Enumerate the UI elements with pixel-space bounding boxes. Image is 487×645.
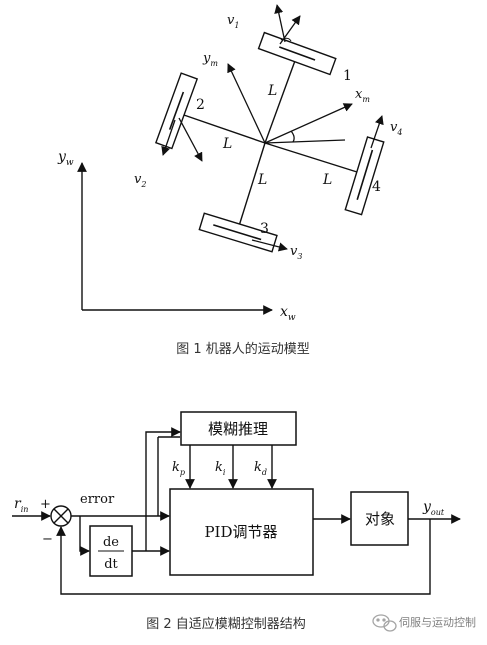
signal-lines <box>12 427 461 595</box>
wheel-2-number: 2 <box>196 97 205 113</box>
world-axes <box>77 162 273 315</box>
arm-label-1: L <box>267 83 277 99</box>
pid-block <box>169 488 314 576</box>
derivative-denominator: dt <box>104 557 118 572</box>
arm-label-4: L <box>322 172 332 188</box>
v1-arrow <box>274 4 286 43</box>
watermark-text: 伺服与运动控制 <box>399 615 476 629</box>
v2-arrow <box>161 119 176 156</box>
ki-label: ki <box>215 460 226 477</box>
wheel-2-roller-arrow <box>178 117 203 162</box>
arm-label-2: L <box>222 136 232 152</box>
figure1-caption: 图 1 机器人的运动模型 <box>176 341 310 357</box>
v1-label: v1 <box>227 13 239 30</box>
robot-arms <box>180 57 358 227</box>
error-label: error <box>80 492 115 507</box>
wheel-1-number: 1 <box>343 68 352 84</box>
v2-label: v2 <box>134 172 146 189</box>
yw-label: yw <box>57 149 74 168</box>
v3-label: v3 <box>290 244 302 261</box>
summing-junction <box>50 505 72 527</box>
fuzzy-inference-block <box>180 411 297 446</box>
wheel-3 <box>198 212 288 253</box>
watermark-logo-icon <box>372 614 397 632</box>
plant-label: 对象 <box>365 510 395 528</box>
watermark: 伺服与运动控制 <box>372 614 476 632</box>
wheel-1 <box>257 4 337 76</box>
figure2-caption: 图 2 自适应模糊控制器结构 <box>146 616 306 632</box>
wheel-2 <box>154 72 203 162</box>
kp-label: kp <box>172 460 185 477</box>
v4-label: v4 <box>390 120 402 137</box>
plant-block <box>350 491 409 546</box>
minus-sign: − <box>42 532 53 547</box>
xm-label: xm <box>355 87 370 104</box>
yout-label: yout <box>422 499 445 517</box>
xw-label: xw <box>280 304 296 323</box>
kd-label: kd <box>254 460 267 477</box>
wheel-4-number: 4 <box>372 179 381 195</box>
figure2: 模糊推理 PID调节器 对象 de dt + − <box>12 411 461 632</box>
figure1: yw xw ym xm L L L L <box>57 4 402 357</box>
wheel-3-number: 3 <box>260 221 269 237</box>
v3-arrow <box>251 239 288 252</box>
ym-label: ym <box>202 51 218 68</box>
pid-label: PID调节器 <box>204 523 277 541</box>
derivative-numerator: de <box>103 535 119 550</box>
v4-arrow <box>370 115 384 149</box>
plus-sign: + <box>40 497 51 512</box>
robot-axes <box>227 63 353 144</box>
rin-label: rin <box>14 496 28 514</box>
fuzzy-inference-label: 模糊推理 <box>208 420 268 438</box>
arm-label-3: L <box>257 172 267 188</box>
wheel-4 <box>344 115 385 216</box>
